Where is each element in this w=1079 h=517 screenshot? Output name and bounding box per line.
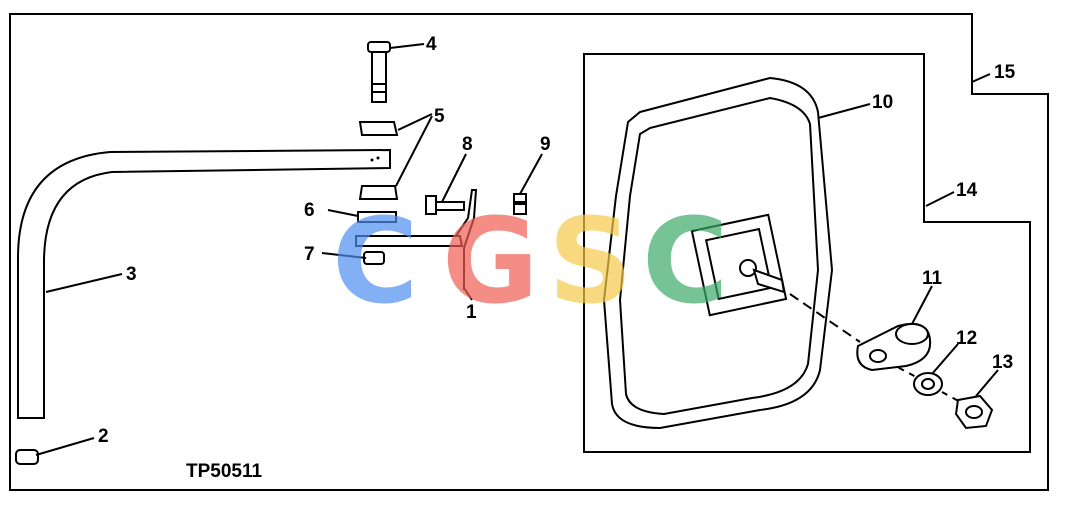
end-cap [15, 449, 39, 465]
callout-11: 11 [922, 268, 943, 289]
watermark-letter-2: G [442, 192, 539, 330]
washer [913, 372, 943, 396]
bolt [367, 41, 391, 103]
clamp [856, 322, 932, 372]
watermark-letter-1: C [332, 192, 419, 330]
mirror-group-frame [583, 53, 1031, 453]
lock-nut [954, 394, 994, 430]
callout-3: 3 [126, 264, 137, 285]
callout-8: 8 [462, 134, 473, 155]
callout-14: 14 [956, 180, 978, 201]
watermark: C G S C [332, 192, 729, 330]
watermark-letter-3: S [548, 192, 633, 330]
leader-lines [35, 43, 999, 456]
support-rod [355, 189, 478, 290]
callout-10: 10 [872, 92, 893, 113]
callout-2: 2 [98, 426, 109, 447]
bracket-bolt [425, 195, 465, 215]
outer-frame [9, 13, 1049, 491]
figure-reference: TP50511 [186, 461, 262, 482]
callout-15: 15 [994, 62, 1016, 83]
spacer-plate [357, 211, 397, 223]
callout-1: 1 [466, 302, 477, 323]
callout-9: 9 [540, 134, 551, 155]
callout-12: 12 [956, 328, 977, 349]
callout-5: 5 [434, 106, 445, 127]
callout-6: 6 [304, 200, 315, 221]
callout-4: 4 [426, 34, 437, 55]
clamp-block-lower [358, 185, 399, 200]
mirror [602, 76, 834, 430]
watermark-letter-4: C [642, 192, 729, 330]
clamp-block-upper [358, 121, 399, 136]
callout-7: 7 [304, 244, 315, 265]
callout-13: 13 [992, 352, 1013, 373]
arm-tube [17, 148, 391, 419]
